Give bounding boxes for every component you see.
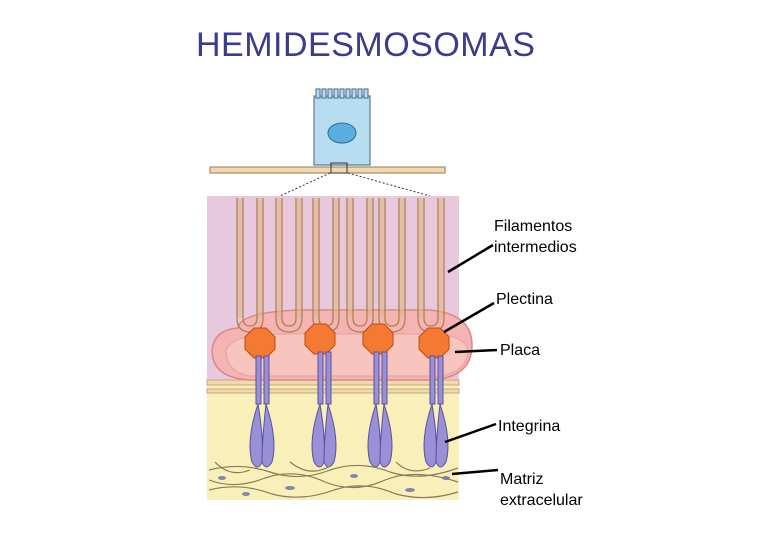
leader-lines xyxy=(443,243,499,476)
integrins xyxy=(249,351,449,468)
plectin xyxy=(244,323,450,359)
label-matriz-extracelular: Matriz extracelular xyxy=(500,469,583,511)
extracellular-matrix xyxy=(208,461,459,499)
plaque xyxy=(211,309,473,381)
label-matriz-line2: extracelular xyxy=(500,492,583,509)
nucleus xyxy=(327,122,357,144)
label-filamentos-line1: Filamentos xyxy=(494,218,573,235)
zoomed-hemidesmosome xyxy=(206,196,473,500)
label-matriz-line1: Matriz xyxy=(500,471,544,488)
page-title: HEMIDESMOSOMAS xyxy=(196,26,536,64)
epithelial-cell xyxy=(209,88,446,197)
label-filamentos-intermedios: Filamentos intermedios xyxy=(494,216,577,258)
label-plectina: Plectina xyxy=(496,291,553,308)
label-integrina: Integrina xyxy=(498,418,561,435)
label-filamentos-line2: intermedios xyxy=(494,239,577,256)
label-placa: Placa xyxy=(500,342,541,359)
